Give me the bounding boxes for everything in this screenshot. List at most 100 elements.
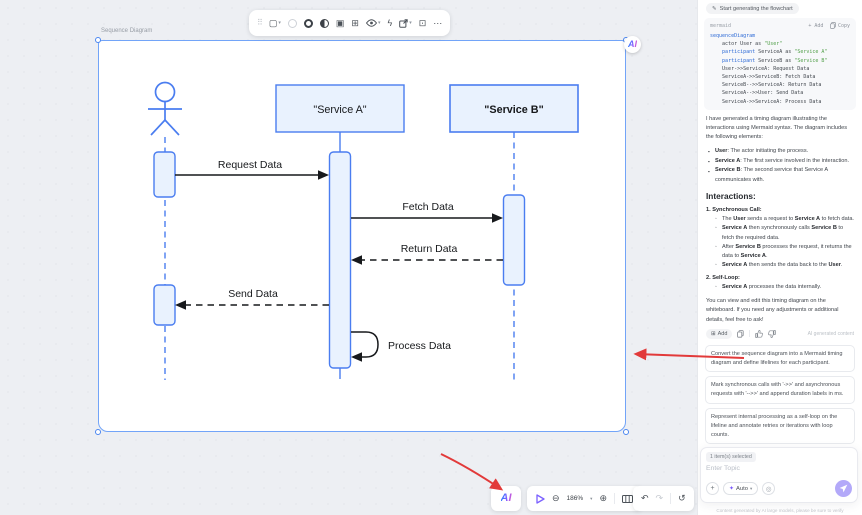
copy-icon <box>830 22 837 29</box>
generation-status-chip[interactable]: ✎ Start generating the flowchart <box>706 3 799 14</box>
thumbs-up-button[interactable] <box>755 330 764 338</box>
message-actions-row: ⊞ Add AI generated content <box>706 328 856 339</box>
ai-assistant-mini-button[interactable]: AI <box>624 36 641 53</box>
frame-tool-icon[interactable]: ▢▾ <box>268 17 281 28</box>
message-request-label[interactable]: Request Data <box>218 159 282 171</box>
ai-chat-panel: ✎ Start generating the flowchart mermaid… <box>697 0 862 515</box>
chevron-down-icon[interactable]: ▾ <box>590 495 593 501</box>
message-fetch-label[interactable]: Fetch Data <box>402 201 454 213</box>
suggestion-card[interactable]: Mark synchronous calls with '->>' and as… <box>705 376 855 405</box>
message-process-loop[interactable] <box>351 331 379 358</box>
message-send-label[interactable]: Send Data <box>228 288 278 300</box>
code-line: actor User as "User" <box>710 41 783 48</box>
history-clock-icon[interactable]: ↺ <box>678 493 686 503</box>
selection-handle[interactable] <box>94 36 101 43</box>
thumbs-down-button[interactable] <box>768 330 777 338</box>
participant-service-a-label[interactable]: "Service A" <box>313 104 366 116</box>
message-process-label[interactable]: Process Data <box>388 340 451 352</box>
participant-service-b[interactable] <box>449 84 579 133</box>
add-to-board-button[interactable]: ⊞ Add <box>706 328 733 339</box>
mention-button[interactable]: ◎ <box>762 482 776 495</box>
export-box-icon[interactable]: ▾ <box>399 18 412 28</box>
selection-handle[interactable] <box>622 428 629 435</box>
redo-icon[interactable]: ↷ <box>655 493 664 503</box>
divider <box>613 493 615 504</box>
code-line: ServiceA->>ServiceB: Fetch Data <box>710 74 816 81</box>
activation-service-a[interactable] <box>328 151 352 369</box>
thumbs-up-icon <box>755 330 764 338</box>
ai-generated-note: AI generated content <box>807 330 854 337</box>
code-copy-button[interactable]: Copy <box>830 22 850 29</box>
ai-assistant-button[interactable]: AI <box>491 486 521 511</box>
minimap-icon[interactable] <box>621 494 633 503</box>
activation-service-b[interactable] <box>502 194 526 286</box>
arrowhead <box>492 213 503 223</box>
code-line: ServiceB-->>ServiceA: Return Data <box>710 82 822 89</box>
board-icon: ⊞ <box>711 330 716 337</box>
top-toolbar: ⠿ ▢▾ ▣ ⊞ ▾ ϟ ▾ ⊡ ⋯ <box>249 10 451 36</box>
chevron-down-icon: ▾ <box>278 19 281 26</box>
participant-service-b-label[interactable]: "Service B" <box>484 104 543 116</box>
zoom-out-icon[interactable]: ⊖ <box>552 493 560 503</box>
attach-plus-button[interactable]: + <box>706 482 719 495</box>
insert-frame-icon[interactable]: ⊡ <box>418 17 427 28</box>
undo-icon[interactable]: ↶ <box>641 493 649 503</box>
activation-user-1[interactable] <box>153 151 176 198</box>
code-line: sequenceDiagram <box>710 33 756 39</box>
numbered-item-title: 2. Self-Loop: <box>706 274 740 281</box>
disclaimer-text: Content generated by AI large models, pl… <box>716 508 844 513</box>
code-line: ServiceA->>ServiceA: Process Data <box>710 98 822 105</box>
suggestion-cards: Convert the sequence diagram into a Merm… <box>704 344 856 445</box>
suggestion-card[interactable]: Represent internal processing as a self-… <box>705 408 855 445</box>
intro-paragraph: I have generated a timing diagram illust… <box>706 115 848 141</box>
zoom-toolbar: ⊖ 186% ▾ ⊕ <box>527 486 642 511</box>
divider <box>670 493 672 504</box>
visibility-eye-icon[interactable]: ▾ <box>365 19 381 27</box>
selected-frame-icon[interactable]: ▣ <box>335 17 345 28</box>
chevron-down-icon: ▾ <box>409 19 412 26</box>
arrowhead <box>175 300 186 310</box>
code-add-button[interactable]: + Add <box>808 22 824 29</box>
model-auto-selector[interactable]: ✦ Auto ▾ <box>723 482 759 495</box>
actor-user[interactable] <box>148 81 182 136</box>
selection-handle[interactable] <box>94 428 101 435</box>
ai-logo-icon: AI <box>628 39 637 49</box>
present-play-icon[interactable] <box>536 493 545 504</box>
history-toolbar: ↶ ↷ ↺ <box>633 486 694 511</box>
pencil-icon: ✎ <box>712 5 717 12</box>
frame-title[interactable]: Sequence Diagram <box>101 28 153 34</box>
interactions-heading: Interactions: <box>706 190 756 201</box>
list-item: ▪Service B: The second service that Serv… <box>708 167 828 183</box>
code-line: participant ServiceB as "Service B" <box>722 57 828 64</box>
grid-icon[interactable]: ⊞ <box>351 17 359 28</box>
shape-circle-bold-icon[interactable] <box>303 18 313 28</box>
arrowhead <box>318 170 329 180</box>
send-button[interactable] <box>835 480 852 497</box>
code-line: ServiceA-->>User: Send Data <box>710 90 804 97</box>
message-return-label[interactable]: Return Data <box>401 243 458 255</box>
lightning-icon[interactable]: ϟ <box>387 17 393 28</box>
copy-message-button[interactable] <box>737 330 745 338</box>
chevron-down-icon: ▾ <box>377 19 381 26</box>
list-item: ▪Service A: The first service involved i… <box>708 157 850 165</box>
list-item: ◦Service A then sends the data back to t… <box>715 262 843 269</box>
more-options-icon[interactable]: ⋯ <box>433 17 443 28</box>
arrowhead <box>351 255 362 265</box>
activation-user-2[interactable] <box>153 284 176 326</box>
drag-handle-icon[interactable]: ⠿ <box>257 18 263 27</box>
shape-circle-light-icon[interactable] <box>287 18 297 28</box>
participant-service-a[interactable] <box>275 84 405 133</box>
suggestion-card[interactable]: Convert the sequence diagram into a Merm… <box>705 344 855 373</box>
code-line: User->>ServiceA: Request Data <box>710 65 810 72</box>
zoom-in-icon[interactable]: ⊕ <box>599 493 607 503</box>
topic-input[interactable] <box>706 465 836 472</box>
sequence-diagram[interactable]: "Service A" "Service B" Request Data Fet… <box>98 40 626 432</box>
mermaid-code-block: mermaid + Add Copy sequenceDiagram actor… <box>704 18 856 110</box>
contrast-circle-icon[interactable] <box>319 18 329 28</box>
whiteboard-canvas[interactable]: ⠿ ▢▾ ▣ ⊞ ▾ ϟ ▾ ⊡ ⋯ Sequence Diagram <box>0 0 697 515</box>
zoom-level[interactable]: 186% <box>566 495 584 502</box>
send-plane-icon <box>839 484 848 493</box>
code-language-label: mermaid <box>710 22 732 29</box>
arrowhead <box>351 352 362 362</box>
elements-list: ▪User: The actor initiating the process.… <box>708 147 856 185</box>
